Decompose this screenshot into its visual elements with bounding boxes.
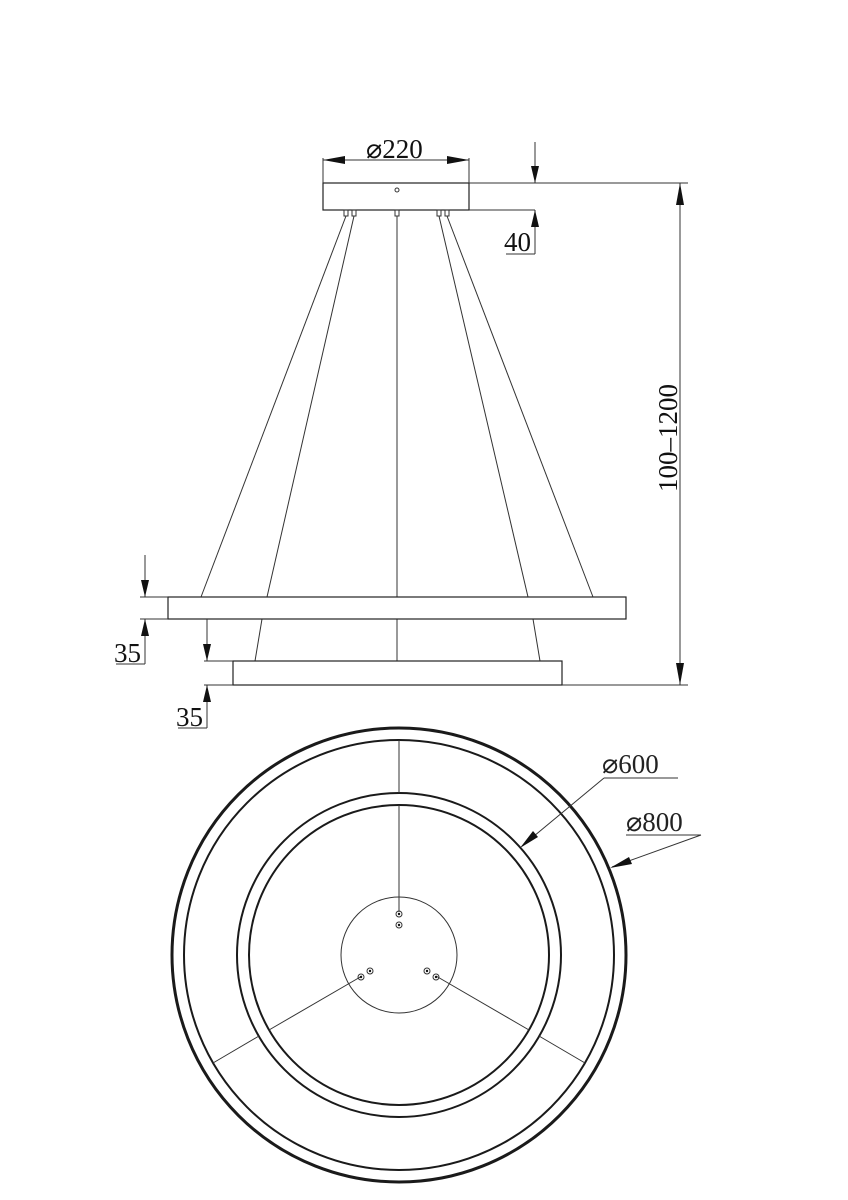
upper-ring-side [167, 596, 627, 620]
top-cable-grips [357, 910, 440, 981]
dimension-suspension-length: 100–1200 [469, 182, 688, 686]
dimension-lower-ring-height: 35 [176, 619, 233, 732]
dimension-canopy-height: 40 [469, 142, 539, 257]
ring-spokes [212, 740, 586, 1064]
outer-diameter-label: ⌀800 [626, 807, 683, 837]
top-cables [268, 805, 530, 1031]
dimension-canopy-diameter: ⌀220 [322, 134, 470, 183]
canopy-cable-grips [343, 209, 450, 217]
canopy-height-label: 40 [504, 227, 531, 257]
dimension-inner-diameter: ⌀600 [520, 749, 678, 848]
canopy-screw [394, 187, 400, 193]
suspension-cables [200, 215, 594, 662]
lower-ring-height-label: 35 [176, 702, 203, 732]
upper-ring-height-label: 35 [114, 638, 141, 668]
top-view: ⌀600 ⌀800 [170, 726, 702, 1184]
canopy-diameter-label: ⌀220 [366, 134, 423, 164]
suspension-length-label: 100–1200 [653, 384, 683, 492]
dimension-upper-ring-height: 35 [114, 555, 168, 668]
inner-diameter-label: ⌀600 [602, 749, 659, 779]
dimension-outer-diameter: ⌀800 [610, 807, 702, 868]
outer-ring-outer-edge [170, 726, 628, 1184]
lower-ring-side [232, 660, 563, 686]
side-view: ⌀220 40 100–1200 [114, 134, 688, 732]
canopy [322, 182, 470, 211]
